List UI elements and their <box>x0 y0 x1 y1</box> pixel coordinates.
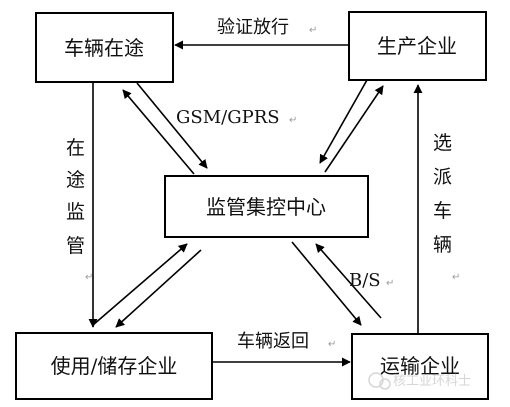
transport-label: 运输企业 <box>380 354 460 378</box>
watermark: 核工业环科士 <box>368 372 471 390</box>
dispatch-vehicle-char-3: 车 <box>433 200 452 222</box>
transport-box <box>351 333 489 400</box>
bs-label: B/S <box>349 270 381 291</box>
user-to-center-arrow <box>92 243 188 326</box>
wechat-logo-icon-small <box>379 378 391 390</box>
paragraph-mark: ↵ <box>328 339 336 350</box>
manufacturer-box <box>348 11 487 81</box>
paragraph-mark: ↵ <box>309 25 317 36</box>
dispatch-vehicle-char-2: 派 <box>433 166 452 188</box>
paragraph-mark: ↵ <box>452 272 460 283</box>
paragraph-mark: ↵ <box>289 115 297 126</box>
center-to-transport-arrow <box>291 241 362 326</box>
gsm-gprs-label: GSM/GPRS <box>176 107 280 128</box>
center-to-user-arrow <box>115 249 202 328</box>
dispatch-vehicle-char-4: 辆 <box>433 234 452 256</box>
user-storage-label: 使用/储存企业 <box>51 354 178 378</box>
verify-release-label: 验证放行 <box>217 17 289 38</box>
monitoring-center-label: 监管集控中心 <box>206 195 326 219</box>
dispatch-vehicle-char-1: 选 <box>433 132 452 154</box>
manufacturer-label: 生产企业 <box>377 34 457 58</box>
center-to-manufacturer-arrow <box>324 85 384 173</box>
in-transit-monitor-char-4: 管 <box>66 235 85 257</box>
in-transit-monitor-char-1: 在 <box>66 137 85 159</box>
transport-to-center-arrow <box>315 243 382 319</box>
in-transit-monitor-char-2: 途 <box>66 169 85 191</box>
vehicle-in-transit-label: 车辆在途 <box>64 36 144 60</box>
paragraph-mark: ↵ <box>85 272 93 283</box>
vehicle-return-label: 车辆返回 <box>237 331 309 352</box>
in-transit-monitor-char-3: 监 <box>66 201 85 223</box>
vehicle-to-center-arrow <box>136 82 208 169</box>
paragraph-mark: ↵ <box>386 278 394 289</box>
vehicle-in-transit-box <box>35 12 174 83</box>
monitoring-center-box <box>164 175 369 238</box>
user-storage-box <box>15 332 213 400</box>
watermark-text: 核工业环科士 <box>393 374 471 389</box>
manufacturer-to-center-arrow <box>319 79 368 164</box>
center-to-vehicle-arrow <box>122 89 195 175</box>
